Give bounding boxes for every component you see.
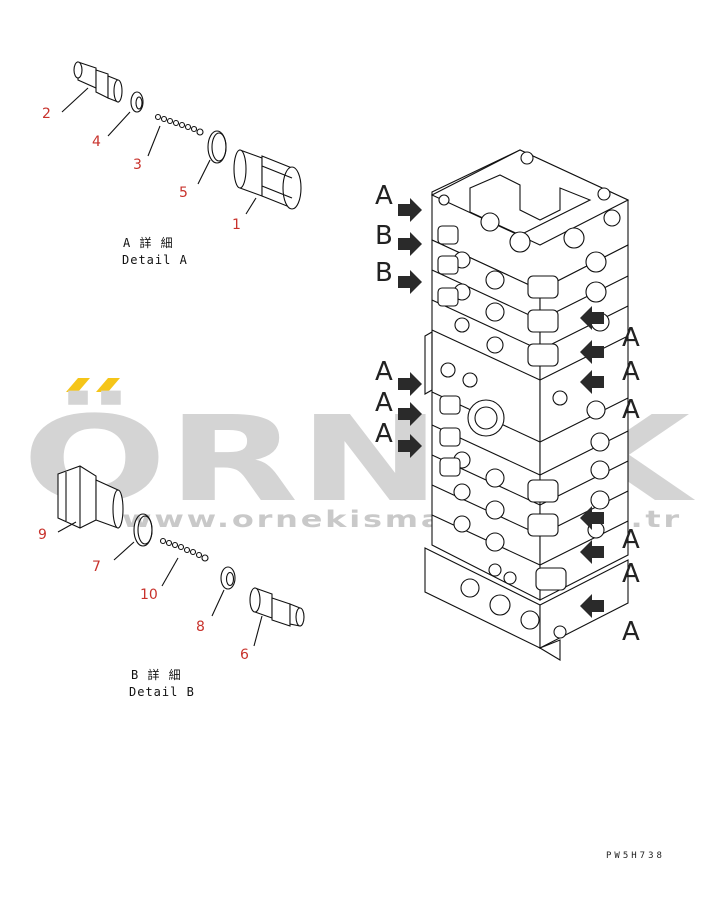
view-letter: A (375, 388, 393, 418)
part-7-o-ring (133, 513, 153, 547)
view-letter: A (375, 181, 393, 211)
part-6-poppet (249, 587, 305, 627)
detail-a-callouts: 2 4 3 5 1 (42, 87, 257, 233)
part-10-spring (159, 537, 209, 562)
detail-b-subtitle: Detail B (129, 685, 195, 699)
arrow-icon (398, 434, 422, 458)
detail-a-title: A 詳 細 (123, 235, 174, 250)
detail-b-title: B 詳 細 (131, 667, 182, 682)
part-1-plug (233, 149, 302, 210)
view-letter: A (622, 395, 640, 425)
part-5-o-ring (207, 130, 227, 164)
right-arrows (580, 306, 604, 618)
arrow-icon (398, 270, 422, 294)
detail-a-parts (73, 61, 302, 210)
callout-1: 1 (232, 217, 241, 233)
callout-4: 4 (92, 134, 101, 150)
view-letter: A (375, 419, 393, 449)
view-letter: B (375, 258, 393, 288)
callout-2: 2 (42, 106, 51, 122)
part-3-spring (154, 113, 204, 136)
arrow-icon (580, 306, 604, 330)
drawing-code: PW5H738 (606, 851, 665, 861)
view-letter: A (622, 525, 640, 555)
left-arrows (398, 198, 422, 458)
arrow-icon (398, 402, 422, 426)
part-8-ring (220, 566, 236, 590)
detail-b-parts (57, 465, 305, 627)
detail-a-subtitle: Detail A (122, 253, 188, 267)
view-letter: B (375, 221, 393, 251)
arrow-icon (580, 594, 604, 618)
arrow-icon (398, 198, 422, 222)
arrow-icon (580, 370, 604, 394)
logo-accent-mark (96, 378, 120, 392)
arrow-icon (580, 540, 604, 564)
arrow-icon (580, 506, 604, 530)
detail-b-callouts: 9 7 10 8 6 (38, 521, 263, 663)
left-valve-caps (437, 225, 461, 477)
view-letter: A (375, 357, 393, 387)
callout-3: 3 (133, 157, 142, 173)
view-letter: A (622, 617, 640, 647)
part-4-ring (130, 91, 144, 113)
arrow-icon (398, 372, 422, 396)
logo-accent-mark (66, 378, 90, 392)
part-9-hex-plug (57, 465, 124, 529)
arrow-icon (580, 340, 604, 364)
callout-5: 5 (179, 185, 188, 201)
callout-7: 7 (92, 559, 101, 575)
view-letters-right: A A A A A A (622, 323, 640, 647)
control-valve-assembly (398, 149, 630, 661)
part-2-poppet (73, 61, 123, 103)
callout-10: 10 (140, 587, 158, 603)
callout-8: 8 (196, 619, 205, 635)
view-letter: A (622, 323, 640, 353)
view-letter: A (622, 357, 640, 387)
right-valve-caps (527, 275, 567, 591)
callout-6: 6 (240, 647, 249, 663)
arrow-icon (398, 232, 422, 256)
callout-9: 9 (38, 527, 47, 543)
view-letters-left: A B B A A A (375, 181, 393, 449)
view-letter: A (622, 559, 640, 589)
